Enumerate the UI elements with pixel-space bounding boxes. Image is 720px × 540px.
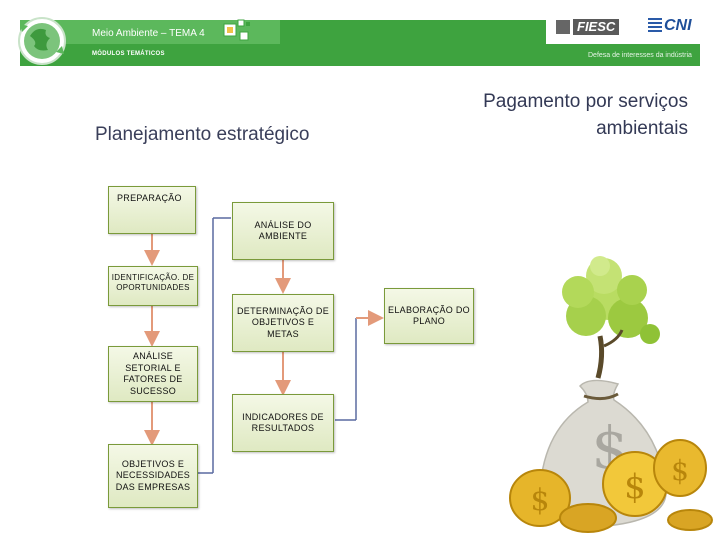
box-analise-setorial-label: ANÁLISE SETORIAL E FATORES DE SUCESSO [123,351,183,396]
box-objetivos-label: OBJETIVOS E NECESSIDADES DAS EMPRESAS [115,458,191,492]
box-elaboracao-label: ELABORAÇÃO DO PLANO [388,304,470,327]
box-indicadores-label: INDICADORES DE RESULTADOS [242,411,324,434]
box-preparacao: PREPARAÇÃO [108,186,196,234]
decorative-squares-icon [223,19,250,41]
cni-stripes-icon [648,18,662,34]
coin-dollar-symbol-1: $ [530,483,549,518]
fiesc-emblem-icon [556,20,570,34]
box-determinacao: DETERMINAÇÃO DE OBJETIVOS E METAS [232,294,334,352]
globe-recycle-icon [18,17,66,65]
box-identificacao-label: IDENTIFICAÇÃO. DE OPORTUNIDADES [111,273,195,292]
module-subtitle: MÓDULOS TEMÁTICOS [92,51,165,57]
cni-logo: CNI [648,17,692,35]
box-identificacao: IDENTIFICAÇÃO. DE OPORTUNIDADES [108,266,198,306]
logo-area [546,14,700,44]
cni-logo-text: CNI [664,17,692,34]
header-tagline: Defesa de interesses da indústria [588,52,692,59]
coins-icon: $ $ $ [509,439,713,533]
money-tree-illustration: $ $ $ $ [509,256,713,533]
coin-dollar-symbol-3: $ [671,454,689,487]
box-elaboracao: ELABORAÇÃO DO PLANO [384,288,474,344]
box-determinacao-label: DETERMINAÇÃO DE OBJETIVOS E METAS [236,305,329,339]
box-analise-ambiente-label: ANÁLISE DO AMBIENTE [254,219,312,242]
header-banner: Meio Ambiente – TEMA 4 MÓDULOS TEMÁTICOS… [0,0,720,68]
fiesc-logo: FIESC [556,18,620,36]
box-indicadores: INDICADORES DE RESULTADOS [232,394,334,452]
fiesc-logo-text: FIESC [573,19,620,35]
module-title: Meio Ambiente – TEMA 4 [92,28,205,39]
box-objetivos: OBJETIVOS E NECESSIDADES DAS EMPRESAS [108,444,198,508]
tree-icon [562,256,660,379]
box-preparacao-label: PREPARAÇÃO [117,193,182,203]
coin-dollar-symbol-2: $ [624,467,646,507]
slide-title-left: Planejamento estratégico [95,124,310,145]
box-analise-ambiente: ANÁLISE DO AMBIENTE [232,202,334,260]
slide-title-right: Pagamento por serviços ambientais [483,91,688,139]
box-analise-setorial: ANÁLISE SETORIAL E FATORES DE SUCESSO [108,346,198,402]
